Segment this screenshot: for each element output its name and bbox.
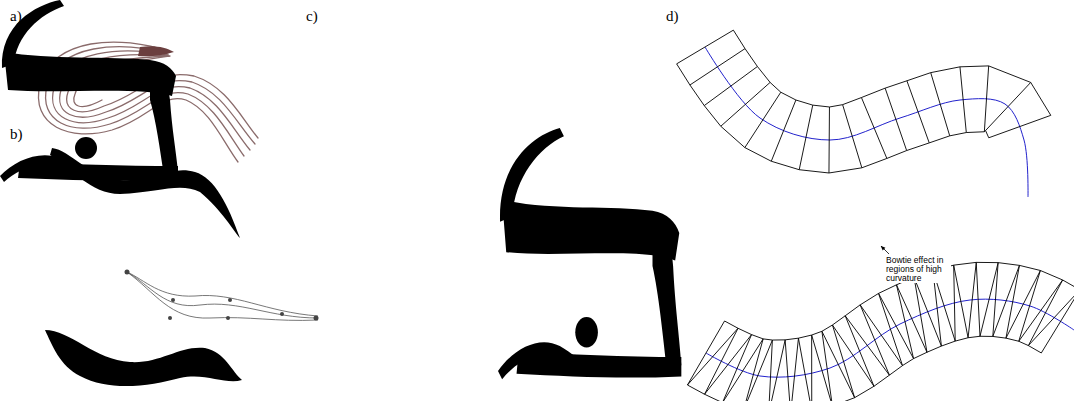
mesh-edge [791, 338, 799, 401]
mesh-edge [811, 335, 812, 401]
stroke-mesh [677, 30, 1051, 197]
mesh-edge [769, 340, 773, 401]
mesh-edge [845, 316, 889, 375]
mesh-edge [860, 305, 889, 375]
mesh-edge [861, 98, 886, 159]
mesh-edge [1041, 290, 1074, 353]
mesh-edge [704, 67, 757, 106]
mesh-edge [960, 67, 966, 133]
mesh-edge [832, 325, 854, 398]
mesh-edge [677, 64, 989, 173]
panel-letter: a) [10, 9, 22, 24]
mesh-edge [989, 115, 1051, 137]
mesh-edge [687, 336, 1041, 401]
mesh-edge [843, 105, 862, 168]
stroke-mesh [687, 262, 1074, 401]
brush-stroke [45, 330, 242, 386]
mesh-edge [705, 328, 738, 394]
mesh-edge [744, 340, 773, 401]
mesh-edge [954, 265, 956, 341]
mesh-edge [1006, 270, 1040, 338]
mesh-edge [828, 107, 830, 173]
mesh-edge [722, 339, 763, 401]
mesh-edge [690, 49, 745, 85]
mesh-edge [907, 81, 929, 143]
mesh-edge [1006, 265, 1020, 338]
leader-arrow [881, 246, 889, 254]
control-points [125, 270, 319, 321]
mesh-edge [931, 73, 950, 136]
mesh-edge [980, 263, 998, 337]
mesh-edge [845, 316, 874, 386]
mesh-edge [769, 340, 786, 401]
mesh-edge [785, 340, 790, 401]
mesh-edge [677, 30, 734, 64]
mesh-edge [798, 338, 811, 401]
mesh-edge [799, 105, 813, 170]
mesh-edge [954, 265, 968, 338]
mesh-edge [914, 277, 927, 352]
panel-letter: d) [666, 9, 679, 24]
mesh-edge [976, 262, 980, 336]
stroke-tip [138, 46, 174, 56]
brush-stroke [50, 148, 240, 238]
mesh-edge [733, 30, 1050, 115]
mesh-edge [968, 262, 976, 337]
mesh-edge [896, 285, 913, 359]
calligraphy-stroke [0, 0, 178, 182]
mesh-edge [822, 331, 832, 401]
mesh-edge [879, 293, 914, 358]
mesh-edge [771, 100, 796, 161]
mesh-edge [896, 285, 926, 352]
mesh-edge [984, 66, 988, 132]
mesh-edge [1028, 290, 1074, 346]
panel-letter: b) [10, 127, 23, 142]
mesh-edge [722, 335, 751, 401]
spine-curve [705, 47, 1028, 197]
mesh-edge [986, 82, 1031, 130]
mesh-edge [745, 92, 781, 147]
mesh-edge [687, 328, 738, 385]
mesh-edge [812, 335, 833, 401]
annotation-note: Bowtie effect in regions of high curvatu… [885, 256, 951, 283]
mesh-edge [885, 88, 907, 150]
mesh-edge [879, 293, 903, 365]
mesh-edge [705, 335, 752, 395]
mesh-edge [993, 265, 1020, 336]
stroke-skeleton [127, 272, 318, 320]
panel-letter: c) [306, 9, 318, 24]
mesh-edge [1028, 280, 1062, 346]
